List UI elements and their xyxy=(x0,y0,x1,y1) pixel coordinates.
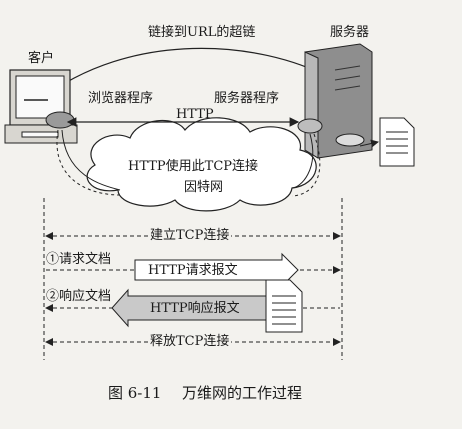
browser-program-label: 浏览器程序 xyxy=(88,91,154,106)
http-tcp-label: HTTP使用此TCP连接 xyxy=(128,159,259,174)
document-icon xyxy=(379,117,415,167)
http-label: HTTP xyxy=(176,107,214,122)
http-request-label: HTTP请求报文 xyxy=(148,263,238,278)
http-response-arrow xyxy=(111,288,269,328)
step2-label: ②响应文档 xyxy=(46,289,112,304)
figure-title: 万维网的工作过程 xyxy=(182,384,303,402)
tcp-establish-label: 建立TCP连接 xyxy=(148,228,232,243)
server-tower-icon xyxy=(297,43,373,159)
server-program-label: 服务器程序 xyxy=(214,91,280,106)
client-label: 客户 xyxy=(28,51,55,66)
hyperlink-arc xyxy=(39,47,332,101)
http-response-label: HTTP响应报文 xyxy=(150,301,240,316)
hyperlink-label: 链接到URL的超链 xyxy=(148,25,256,40)
internet-label: 因特网 xyxy=(184,180,224,195)
client-computer-icon xyxy=(4,69,78,144)
response-document-icon xyxy=(265,279,303,333)
figure-number: 图 6-11 xyxy=(108,384,162,402)
server-label: 服务器 xyxy=(330,25,370,40)
step1-label: ①请求文档 xyxy=(46,252,112,267)
http-request-arrow xyxy=(134,252,299,288)
tcp-release-label: 释放TCP连接 xyxy=(148,334,232,349)
